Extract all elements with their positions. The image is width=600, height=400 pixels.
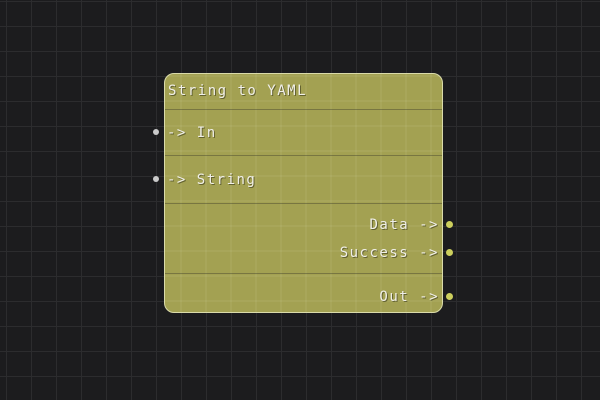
input-label-in: -> In	[167, 125, 217, 141]
node-string-to-yaml[interactable]: String to YAML -> In -> String Data -> S…	[152, 73, 453, 313]
output-label-data: Data ->	[369, 217, 439, 233]
output-port-data[interactable]	[445, 220, 453, 228]
output-port-out[interactable]	[445, 293, 453, 300]
row-divider	[165, 109, 442, 110]
input-label-string: -> String	[167, 172, 257, 188]
input-port-string[interactable]	[152, 176, 159, 182]
row-divider	[165, 155, 442, 156]
output-port-success[interactable]	[445, 248, 453, 256]
node-title-label: String to YAML	[168, 83, 308, 99]
input-port-in[interactable]	[152, 129, 159, 135]
row-divider	[165, 273, 442, 274]
row-divider	[165, 203, 442, 204]
output-label-out: Out ->	[379, 289, 439, 305]
output-label-success: Success ->	[339, 245, 439, 261]
